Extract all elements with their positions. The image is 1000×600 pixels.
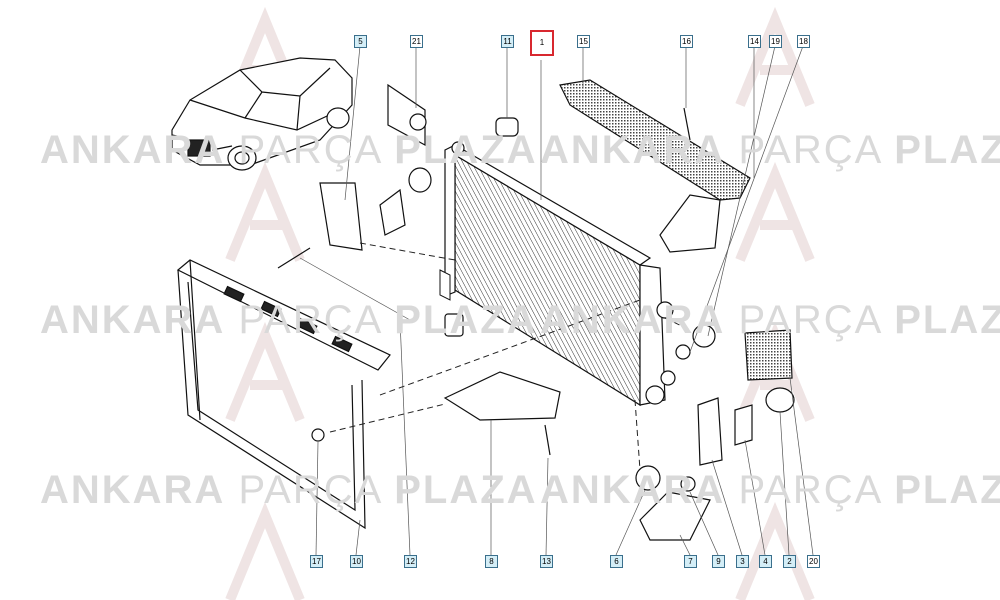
part-label-10[interactable]: 10 xyxy=(350,555,363,568)
logo-mark xyxy=(735,161,815,262)
fan-shroud xyxy=(559,79,751,201)
radiator-frame xyxy=(176,259,391,530)
part-label-16[interactable]: 16 xyxy=(680,35,693,48)
watermark-logos xyxy=(225,6,815,600)
leader-lines xyxy=(299,45,814,556)
part-grommet-6 xyxy=(635,465,661,491)
part-pin-16 xyxy=(683,107,691,141)
part-label-17[interactable]: 17 xyxy=(310,555,323,568)
part-bush-18 xyxy=(692,324,716,348)
part-label-1-highlighted[interactable]: 1 xyxy=(530,30,554,56)
part-bracket-4 xyxy=(734,404,753,446)
part-bolt-17 xyxy=(311,428,325,442)
part-label-4[interactable]: 4 xyxy=(759,555,772,568)
logo-mark xyxy=(735,6,815,107)
part-label-7[interactable]: 7 xyxy=(684,555,697,568)
frame-slot xyxy=(260,300,282,318)
logo-mark xyxy=(735,501,815,600)
part-bracket-14 xyxy=(659,194,721,253)
part-mount-8 xyxy=(443,371,561,421)
part-grommet-lower xyxy=(444,313,464,337)
part-label-18[interactable]: 18 xyxy=(797,35,810,48)
logo-mark xyxy=(225,161,305,262)
part-grommet-2 xyxy=(765,387,795,413)
part-label-6[interactable]: 6 xyxy=(610,555,623,568)
car-grille xyxy=(187,139,211,157)
part-label-12[interactable]: 12 xyxy=(404,555,417,568)
part-bracket-3 xyxy=(697,397,723,466)
part-label-5[interactable]: 5 xyxy=(354,35,367,48)
part-bracket-5 xyxy=(319,182,363,251)
frame-slot xyxy=(223,285,245,303)
part-label-19[interactable]: 19 xyxy=(769,35,782,48)
part-grommet-left xyxy=(408,167,432,193)
frame-slot xyxy=(296,317,318,335)
car-illustration xyxy=(171,57,353,171)
part-label-3[interactable]: 3 xyxy=(736,555,749,568)
part-label-20[interactable]: 20 xyxy=(807,555,820,568)
part-label-11[interactable]: 11 xyxy=(501,35,514,48)
part-label-9[interactable]: 9 xyxy=(712,555,725,568)
part-label-21[interactable]: 21 xyxy=(410,35,423,48)
part-label-14[interactable]: 14 xyxy=(748,35,761,48)
part-bolt-13 xyxy=(544,424,551,456)
part-label-2[interactable]: 2 xyxy=(783,555,796,568)
radiator-core xyxy=(439,141,676,407)
part-sensor-11 xyxy=(495,117,519,137)
part-panel-20 xyxy=(744,329,793,381)
logo-mark xyxy=(225,321,305,422)
part-clip-left xyxy=(379,188,406,236)
part-rivet-12 xyxy=(277,247,311,269)
part-nut-9 xyxy=(680,476,696,492)
part-mount-7 xyxy=(639,491,711,541)
part-grommet-21 xyxy=(409,113,427,131)
part-seal-19 xyxy=(675,344,691,360)
part-label-8[interactable]: 8 xyxy=(485,555,498,568)
small-parts xyxy=(277,83,795,541)
alignment-dashes xyxy=(329,242,691,471)
frame-slot xyxy=(331,335,353,353)
part-label-15[interactable]: 15 xyxy=(577,35,590,48)
logo-mark xyxy=(225,501,305,600)
part-label-13[interactable]: 13 xyxy=(540,555,553,568)
